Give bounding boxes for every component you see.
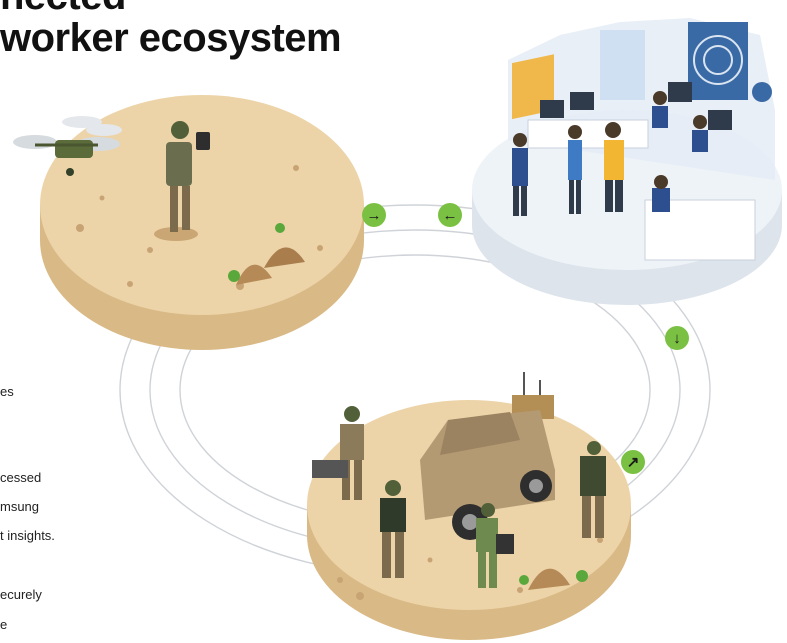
body-text-fragment: es	[0, 384, 14, 399]
soldier-figure-field	[154, 121, 210, 241]
body-text-fragment: t insights.	[0, 528, 55, 543]
body-text-fragment: e	[0, 617, 8, 632]
page-title-line2: worker ecosystem	[0, 16, 342, 60]
arrow-down-icon[interactable]: ↓	[665, 326, 689, 350]
page-title-line1: nected	[0, 0, 126, 19]
drone-icon	[13, 116, 122, 176]
soldier-figures-vehicle	[312, 406, 606, 588]
field-disc	[40, 95, 364, 350]
arrow-right-icon[interactable]: →	[362, 203, 386, 227]
military-vehicle-icon	[420, 372, 555, 540]
body-text-fragment: msung	[0, 499, 40, 514]
body-text-fragment: cessed	[0, 470, 42, 485]
arrow-left-icon[interactable]: ←	[438, 203, 462, 227]
command-center-platform	[472, 18, 782, 305]
arrow-up-right-icon[interactable]: ↗	[621, 450, 645, 474]
body-text-fragment: ecurely	[0, 587, 42, 602]
